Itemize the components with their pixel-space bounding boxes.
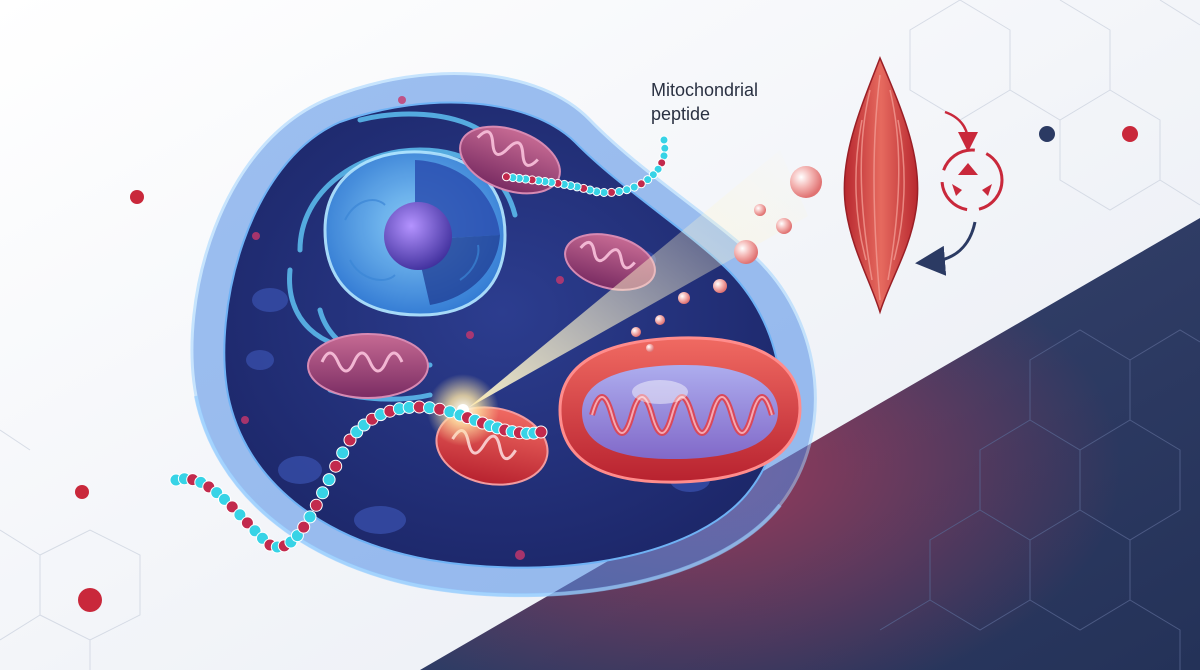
- decor-dot-red-4: [1122, 126, 1138, 142]
- muscle-fiber-icon: [843, 55, 919, 315]
- curved-arrow-icon: [915, 221, 977, 276]
- peptide-bead: [322, 473, 336, 487]
- peptide-bead: [614, 187, 624, 196]
- cytoplasm-red-granules: [241, 96, 564, 560]
- decor-dot-red-3: [78, 588, 102, 612]
- peptide-bead: [225, 500, 239, 514]
- peptide-bead: [329, 459, 343, 473]
- nucleus-icon: [323, 150, 507, 317]
- peptide-bead: [303, 510, 317, 524]
- cell-membrane-rim: [194, 395, 782, 598]
- peptide-bead: [643, 175, 653, 185]
- callout-line-1: Mitochondrial: [651, 80, 759, 100]
- peptide-bead: [629, 182, 639, 192]
- peptide-bead: [622, 185, 632, 195]
- peptide-bead: [336, 446, 350, 460]
- light-beam: [468, 150, 808, 408]
- peptide-bead: [297, 520, 311, 534]
- nucleolus: [384, 202, 452, 270]
- peptide-bead: [501, 172, 511, 182]
- decor-dot-red-1: [130, 190, 144, 204]
- mitochondrion-icon: [558, 336, 802, 484]
- peptide-bead: [309, 498, 323, 512]
- peptide-bead: [233, 508, 247, 522]
- peptide-bead: [648, 170, 658, 180]
- decor-dot-red-2: [75, 485, 89, 499]
- callout-mitochondrial-peptide: Mitochondrial peptide: [651, 78, 831, 126]
- peptide-chain-icon: [169, 135, 670, 554]
- mitochondrion-icon: [307, 333, 429, 399]
- peptide-bead: [599, 188, 609, 197]
- peptide-bead: [316, 486, 330, 500]
- peptide-bead: [660, 143, 670, 153]
- peptide-bead: [218, 492, 231, 506]
- cell-illustration-icon: [190, 72, 817, 598]
- callout-line-2: peptide: [651, 104, 711, 124]
- peptide-bead: [534, 425, 548, 439]
- peptide-bead: [240, 516, 254, 530]
- curved-arrow-icon: [944, 110, 978, 152]
- navy-panel-grid: [879, 329, 1200, 670]
- peptide-bead: [636, 179, 646, 189]
- peptide-bead: [607, 187, 616, 197]
- decor-dot-navy: [1039, 126, 1055, 142]
- peptide-bead: [659, 135, 669, 145]
- floating-bubbles: [631, 166, 822, 352]
